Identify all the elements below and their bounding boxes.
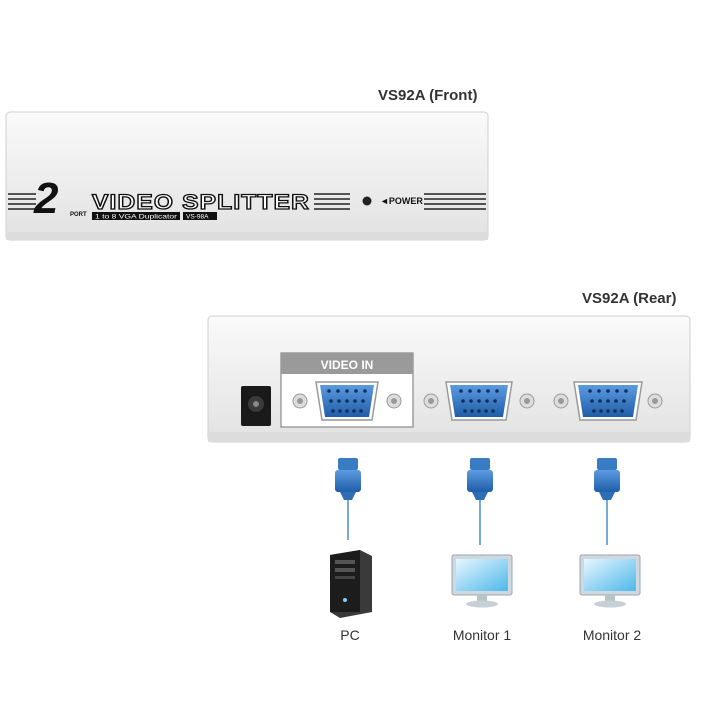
vga-pin (613, 409, 617, 413)
vga-pin (336, 389, 340, 393)
dc-power-jack (241, 386, 271, 426)
vga-pin (361, 399, 365, 403)
vga-pin (598, 399, 602, 403)
monitor-2-icon (579, 554, 641, 608)
subtitle-badge (92, 212, 180, 220)
front-title: VS92A (Front) (378, 87, 478, 104)
vga-pin (477, 399, 481, 403)
port-word: PORT (70, 212, 87, 218)
vga-pin (329, 399, 333, 403)
power-led (362, 196, 372, 206)
vga-pin (331, 409, 335, 413)
model-badge (183, 212, 217, 220)
vga-pin (345, 409, 349, 413)
port-count: 2 (33, 174, 59, 223)
power-label: ◄POWER (380, 196, 423, 206)
vga-pin (459, 389, 463, 393)
rear-title: VS92A (Rear) (582, 290, 677, 307)
model-badge-text: VS-98A (186, 214, 209, 221)
vga-pins (327, 389, 628, 413)
device-label-monitor-1: Monitor 1 (452, 627, 512, 643)
vga-pin (345, 389, 349, 393)
vga-pin (590, 399, 594, 403)
vga-pin (354, 389, 358, 393)
vga-pin (461, 399, 465, 403)
vga-pin (468, 389, 472, 393)
vga-pin (622, 399, 626, 403)
vga-pin (327, 389, 331, 393)
vga-pin (599, 409, 603, 413)
vga-pin (606, 389, 610, 393)
product-name: VIDEO SPLITTER (92, 191, 310, 214)
front-panel: 2 PORT VIDEO SPLITTER 1 to 8 VGA Duplica… (5, 111, 489, 241)
rear-panel: VIDEO IN (207, 315, 691, 443)
cable-pc (335, 458, 361, 540)
vga-pin (606, 399, 610, 403)
stripe-lines-left (8, 193, 36, 210)
vga-pin (620, 409, 624, 413)
vga-pin (491, 409, 495, 413)
vga-pin (615, 389, 619, 393)
vga-pin (477, 389, 481, 393)
vga-pin (614, 399, 618, 403)
vga-pin (359, 409, 363, 413)
pc-tower-icon (330, 550, 372, 618)
vga-pin (495, 389, 499, 393)
vga-pin (352, 409, 356, 413)
vga-pin (485, 399, 489, 403)
vga-pin (606, 409, 610, 413)
cable-monitor-1 (467, 458, 493, 545)
vga-pin (597, 389, 601, 393)
subtitle-text: 1 to 8 VGA Duplicator (95, 214, 178, 221)
video-in-header (281, 353, 413, 374)
vga-pin (486, 389, 490, 393)
vga-pin (624, 389, 628, 393)
vga-pin (338, 409, 342, 413)
device-label-pc: PC (340, 627, 360, 643)
vga-pin (477, 409, 481, 413)
vga-pin (470, 409, 474, 413)
cable-monitor-2 (594, 458, 620, 545)
vga-pin (484, 409, 488, 413)
vga-pin (592, 409, 596, 413)
vga-pin (363, 389, 367, 393)
stripe-lines-middle (314, 193, 350, 210)
video-in-label: VIDEO IN (321, 358, 374, 372)
vga-pin (463, 409, 467, 413)
stripe-lines-right (424, 193, 486, 210)
vga-pin (337, 399, 341, 403)
device-label-monitor-2: Monitor 2 (582, 627, 642, 643)
vga-pin (353, 399, 357, 403)
vga-pin (493, 399, 497, 403)
monitor-1-icon (451, 554, 513, 608)
vga-pin (345, 399, 349, 403)
vga-pin (469, 399, 473, 403)
vga-pin (588, 389, 592, 393)
